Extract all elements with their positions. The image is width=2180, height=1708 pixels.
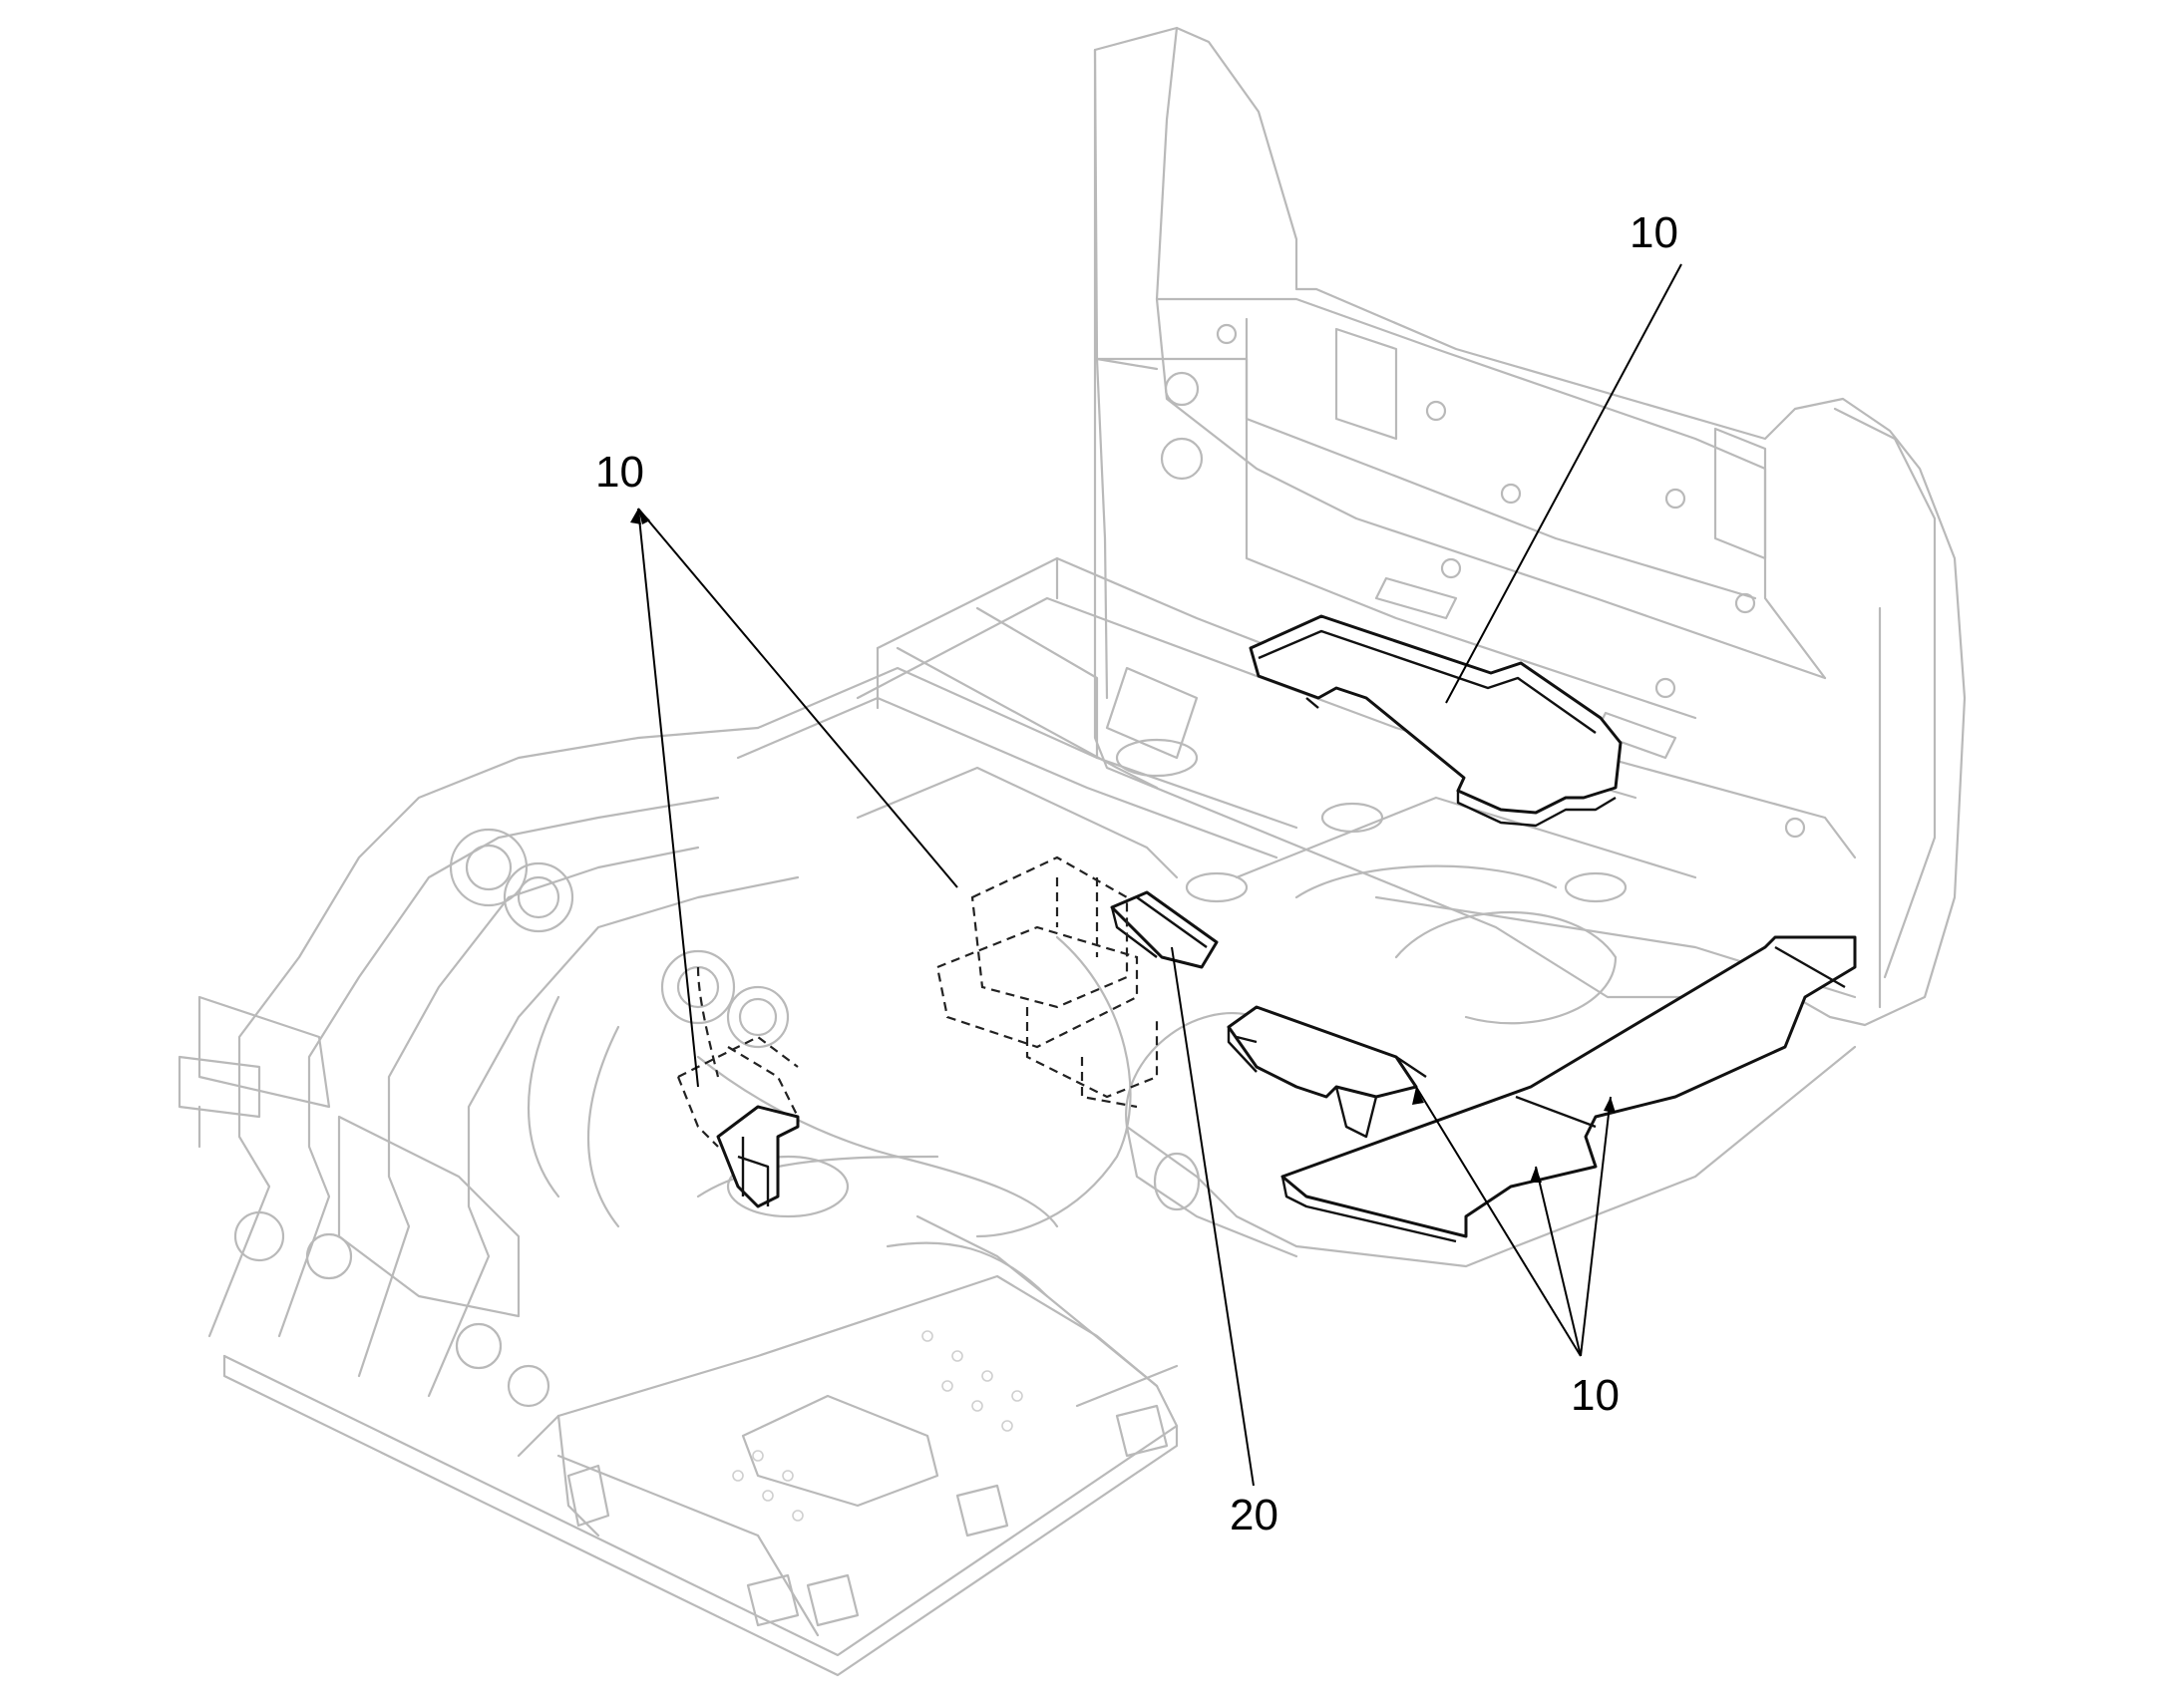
- arrowhead-left-a: [630, 509, 641, 524]
- arrowhead-bottom-right-a: [1412, 1087, 1424, 1105]
- leader-left-b: [637, 508, 958, 888]
- boom-arms-ghost: [178, 726, 800, 1408]
- leader-lines: [630, 263, 1682, 1487]
- leader-left-a: [637, 508, 699, 1088]
- callout-label-left: 10: [595, 448, 644, 497]
- callout-label-top-right: 10: [1630, 208, 1678, 257]
- leader-bottom-right-a: [1415, 1086, 1582, 1357]
- callout-label-bottom-right: 10: [1571, 1371, 1620, 1420]
- lower-frame-ghost: [696, 935, 1857, 1268]
- leader-bottom: [1171, 946, 1255, 1487]
- bracket-center-20: [935, 855, 1219, 1109]
- counterweight-ghost: [1093, 26, 1967, 1027]
- plate-top-right: [1249, 614, 1623, 828]
- leader-bottom-right-c: [1580, 1096, 1612, 1357]
- callout-label-bottom: 20: [1230, 1491, 1278, 1539]
- leader-bottom-right-b: [1535, 1166, 1582, 1357]
- leader-top-right: [1445, 263, 1682, 704]
- arrowhead-left-b: [638, 509, 650, 524]
- plate-lower-right: [1227, 935, 1857, 1243]
- base-plate-ghost: [222, 1155, 1179, 1677]
- bracket-left: [676, 966, 800, 1208]
- upper-frame-ghost: [736, 556, 1857, 1025]
- arrowhead-bottom-right-b: [1530, 1167, 1542, 1183]
- arrowhead-bottom-right-c: [1604, 1097, 1616, 1113]
